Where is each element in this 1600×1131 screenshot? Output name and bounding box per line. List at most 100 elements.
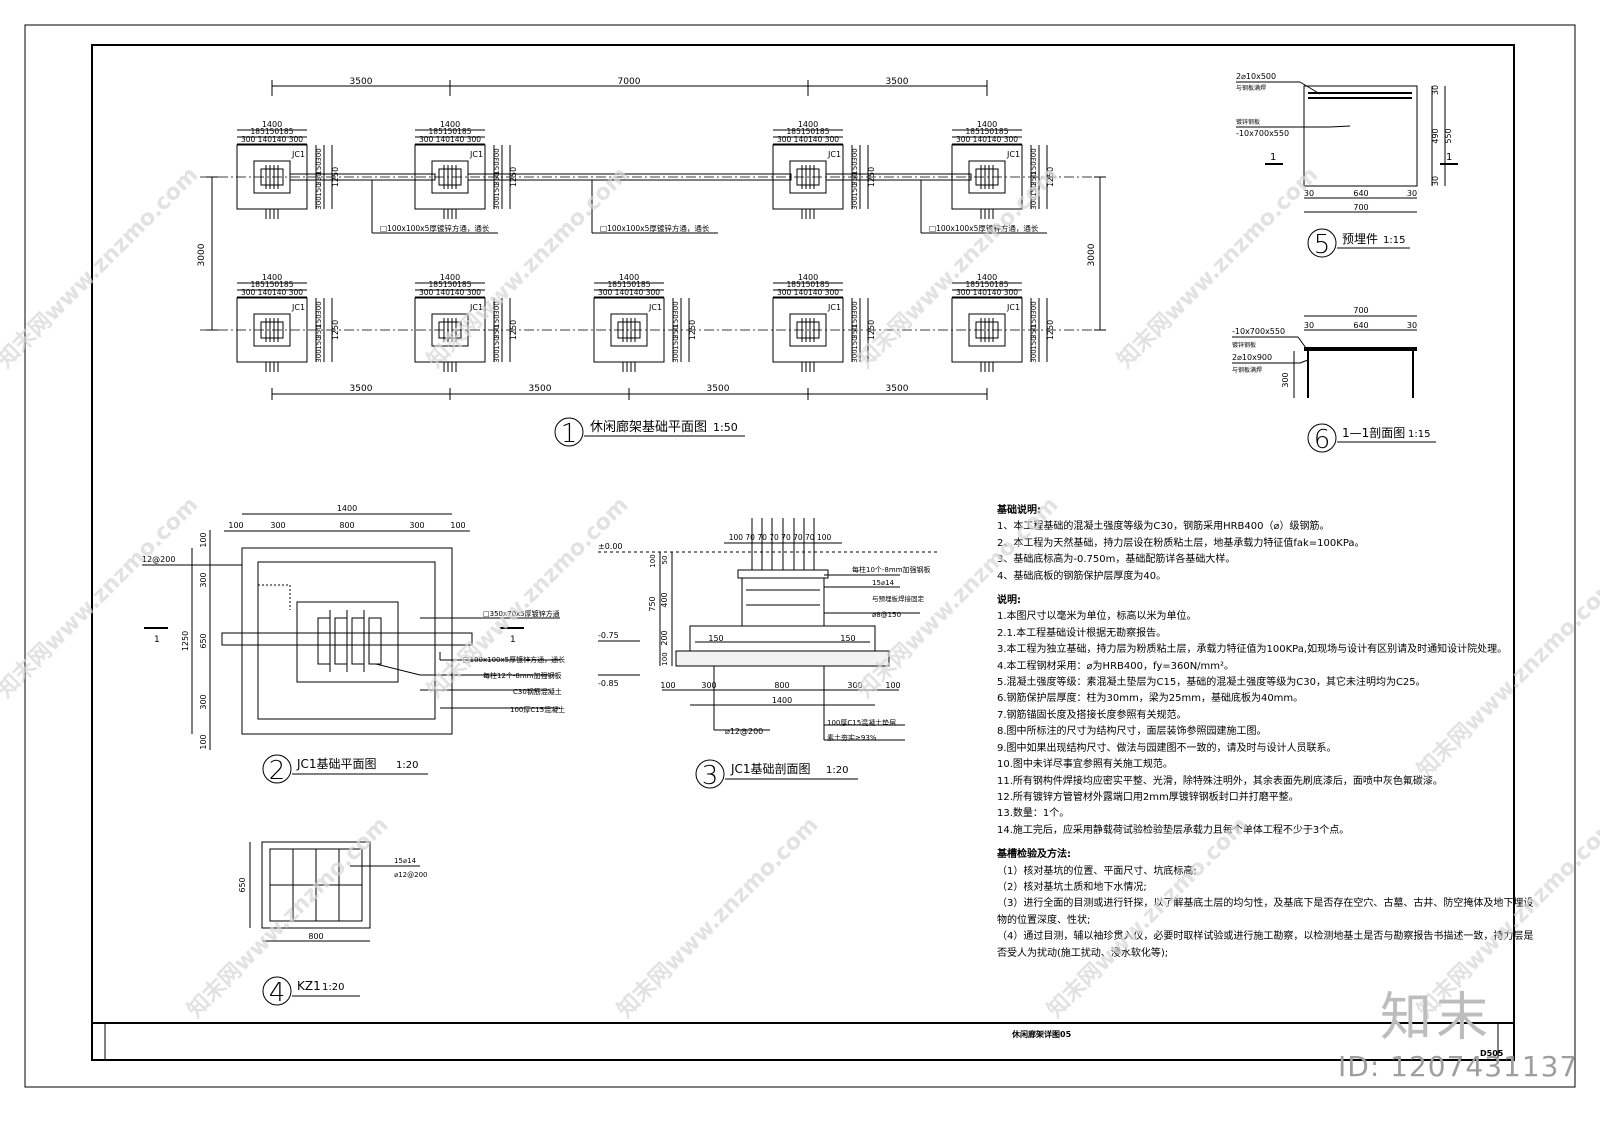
svg-text:□100x100x5厚镀锌方通，通长: □100x100x5厚镀锌方通，通长 <box>463 655 565 664</box>
top-dim-2: 7000 <box>618 77 641 87</box>
svg-text:300: 300 <box>672 301 680 314</box>
svg-text:C30钢筋混凝土: C30钢筋混凝土 <box>513 687 562 696</box>
svg-text:1250: 1250 <box>181 631 190 651</box>
svg-text:⌀12@200: ⌀12@200 <box>394 871 427 879</box>
notes-title-1: 基础说明: <box>997 505 1041 516</box>
footing-jc1-8: JC1 1400 185150185 300 140140 300 300 15… <box>772 273 876 372</box>
footing-sub-dim-2: 300 140140 300 <box>777 135 839 144</box>
kz1-column-section: 650 800 15⌀14 ⌀12@200 4 KZ1 1:20 <box>238 841 427 1008</box>
svg-text:300: 300 <box>847 681 862 690</box>
svg-text:300: 300 <box>493 349 501 362</box>
bottom-dim-4: 3500 <box>886 384 909 394</box>
footing-width-dim: 1400 <box>262 120 282 129</box>
footing-sub-dim-1: 185150185 <box>966 280 1009 289</box>
svg-text:100: 100 <box>450 521 465 530</box>
footing-sub-dim-2: 300 140140 300 <box>241 288 303 297</box>
embed-section-mark-right: 1 <box>1446 152 1452 163</box>
footing-height-dim: 1250 <box>688 320 697 340</box>
footing-sub-dim-1: 185150185 <box>429 127 472 136</box>
footing-sub-dim-1: 185150185 <box>251 127 294 136</box>
footing-width-dim: 1400 <box>977 120 997 129</box>
section-1-1-detail: 700 30 640 30 -10x700x550 镀锌钢板 2⌀10x900 … <box>1232 306 1436 455</box>
sec6-scale: 1:15 <box>1408 429 1430 440</box>
pedestal-section <box>741 577 825 627</box>
svg-text:30: 30 <box>1407 321 1417 330</box>
svg-text:300: 300 <box>701 681 716 690</box>
svg-text:30: 30 <box>1304 189 1314 198</box>
sec3-title: JC1基础剖面图 <box>730 762 811 776</box>
footing-width-dim: 1400 <box>440 120 460 129</box>
svg-text:150: 150 <box>708 634 723 643</box>
footing-label: JC1 <box>827 303 841 312</box>
right-axis-dim: 3000 <box>1087 243 1097 266</box>
svg-text:300: 300 <box>315 301 323 314</box>
footing-height-dim: 1250 <box>331 167 340 187</box>
footing-label: JC1 <box>469 150 483 159</box>
footing-sub-dim-1: 185150185 <box>251 280 294 289</box>
footing-jc1-9: JC1 1400 185150185 300 140140 300 300 15… <box>951 273 1055 372</box>
footing-sub-dim-1: 185150185 <box>429 280 472 289</box>
svg-text:300: 300 <box>199 572 208 587</box>
column-pedestal <box>296 601 399 683</box>
level-bottom: -0.75 <box>598 631 619 640</box>
svg-text:每柱10个-8mm加强钢板: 每柱10个-8mm加强钢板 <box>852 565 931 574</box>
svg-text:350: 350 <box>1030 172 1038 185</box>
brand-logo: 知末 <box>1380 988 1493 1048</box>
sec3-scale: 1:20 <box>826 765 848 776</box>
footing-width-dim: 1400 <box>977 273 997 282</box>
footing-label: JC1 <box>469 303 483 312</box>
footing-instances: JC1 1400 185150185 300 140140 300 300 15… <box>236 120 1055 372</box>
svg-text:1: 1 <box>154 635 160 645</box>
footing-sub-dim-2: 300 140140 300 <box>956 288 1018 297</box>
svg-text:150: 150 <box>851 161 859 174</box>
footing-sub-dim-1: 185150185 <box>787 280 830 289</box>
svg-text:□100x100x5厚镀锌方通，通长: □100x100x5厚镀锌方通，通长 <box>929 223 1039 233</box>
footing-width-dim: 1400 <box>440 273 460 282</box>
plan1-title-num: 1 <box>561 419 578 449</box>
footing-sub-dim-2: 300 140140 300 <box>419 135 481 144</box>
embed-section-mark-left: 1 <box>1270 152 1276 163</box>
beam-note-3: □100x100x5厚镀锌方通，通长 <box>920 180 1047 234</box>
svg-text:150: 150 <box>315 161 323 174</box>
plan1-title: 休闲廊架基础平面图 <box>590 419 707 435</box>
footing-sub-dim-2: 300 140140 300 <box>956 135 1018 144</box>
svg-text:30: 30 <box>1304 321 1314 330</box>
lean-concrete-layer <box>675 650 890 667</box>
footing-label: JC1 <box>291 150 305 159</box>
svg-text:30: 30 <box>1407 189 1417 198</box>
svg-text:750: 750 <box>648 596 657 611</box>
svg-text:100: 100 <box>660 681 675 690</box>
svg-text:300: 300 <box>315 196 323 209</box>
sheet-number: D505 <box>1480 1049 1504 1058</box>
embed5-title-num: 5 <box>1314 230 1331 260</box>
embed-weld-note: 与钢板满焊 <box>1236 84 1266 92</box>
svg-text:300: 300 <box>199 694 208 709</box>
beam-note-1: □100x100x5厚镀锌方通，通长 <box>371 180 498 234</box>
plan2-title: JC1基础平面图 <box>296 757 377 771</box>
embed5-scale: 1:15 <box>1383 235 1405 246</box>
svg-text:350: 350 <box>493 325 501 338</box>
footing-width-dim: 1400 <box>619 273 639 282</box>
sec6-plate-label: 镀锌钢板 <box>1232 341 1256 349</box>
svg-text:150: 150 <box>672 336 680 349</box>
svg-text:350: 350 <box>493 172 501 185</box>
sec6-weld-note: 与钢板满焊 <box>1232 366 1262 374</box>
footing-jc1-6: JC1 1400 185150185 300 140140 300 300 15… <box>414 273 518 372</box>
svg-text:150: 150 <box>1030 314 1038 327</box>
footing-height-dim: 1250 <box>509 320 518 340</box>
footing-jc1-4: JC1 1400 185150185 300 140140 300 300 15… <box>951 120 1055 219</box>
svg-text:700: 700 <box>1353 203 1368 212</box>
footing-label: JC1 <box>1006 303 1020 312</box>
footing-outline <box>241 547 453 735</box>
footing-label: JC1 <box>648 303 662 312</box>
kz1-title-num: 4 <box>269 978 286 1008</box>
svg-text:150: 150 <box>315 314 323 327</box>
footing-sub-dim-2: 300 140140 300 <box>777 288 839 297</box>
svg-text:350: 350 <box>1030 325 1038 338</box>
footing-sub-dim-1: 185150185 <box>608 280 651 289</box>
footing-label: JC1 <box>827 150 841 159</box>
svg-text:□100x100x5厚镀锌方通，通长: □100x100x5厚镀锌方通，通长 <box>600 223 710 233</box>
notes-title-3: 基槽检验及方法: <box>997 849 1071 861</box>
kz1-scale: 1:20 <box>322 982 344 993</box>
